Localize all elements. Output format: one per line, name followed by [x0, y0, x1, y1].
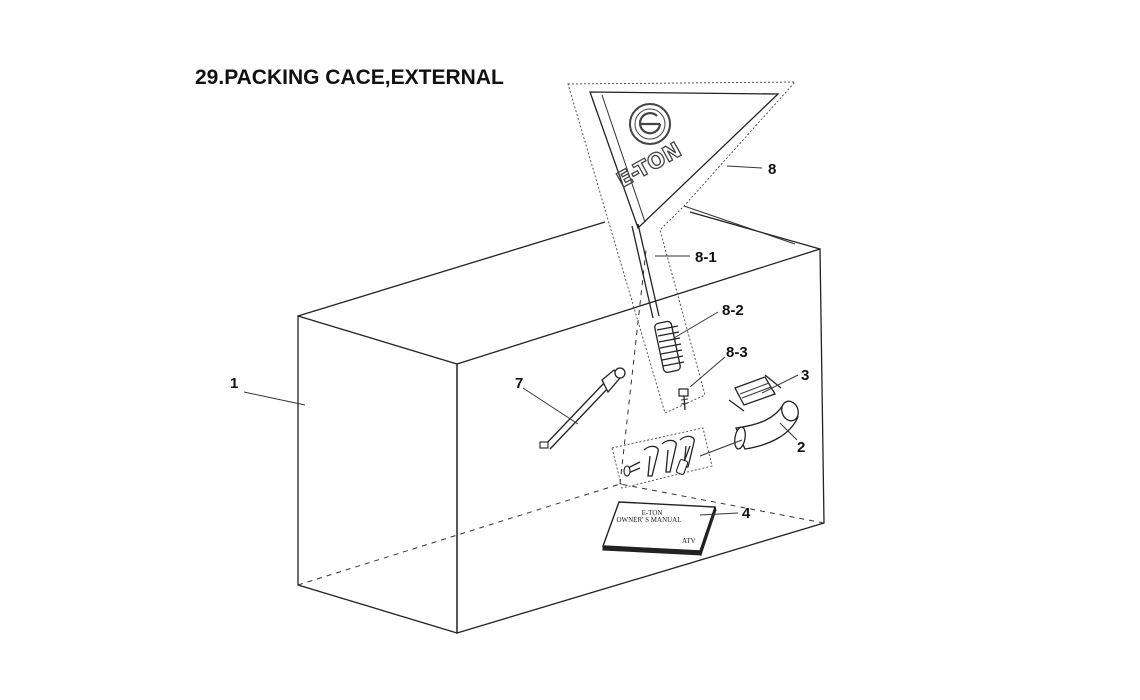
callout-8-1: 8-1 [695, 249, 717, 266]
manual-brand-text: E-TON [642, 509, 663, 517]
strap [728, 374, 782, 412]
callout-3: 3 [801, 367, 809, 384]
callout-2: 2 [797, 439, 805, 456]
flag-brand-text: E-TON [613, 138, 686, 193]
flag-assembly-boundary [567, 81, 797, 414]
callout-4: 4 [742, 505, 751, 522]
tool-holder-pipe [539, 367, 626, 450]
diagram-title: 29.PACKING CACE,EXTERNAL [195, 66, 504, 89]
manual-model-text: ATV [682, 537, 696, 545]
callout-8-2: 8-2 [722, 302, 744, 319]
callout-1: 1 [230, 375, 238, 392]
tool-kit [611, 427, 713, 489]
flag-pole [631, 223, 660, 319]
manual-title-text: OWNER' S MANUAL [616, 516, 681, 524]
callout-7: 7 [515, 375, 523, 392]
owners-manual: E-TON OWNER' S MANUAL ATV [602, 501, 717, 557]
callout-8-3: 8-3 [726, 344, 748, 361]
flag-spring [654, 320, 685, 374]
hose [734, 400, 799, 450]
flag-bolt [678, 388, 689, 411]
leader-lines [243, 165, 799, 516]
callout-8: 8 [768, 161, 776, 178]
packing-case [297, 211, 825, 634]
e-ton-logo-icon [629, 103, 671, 145]
flag: E-TON [589, 91, 780, 230]
